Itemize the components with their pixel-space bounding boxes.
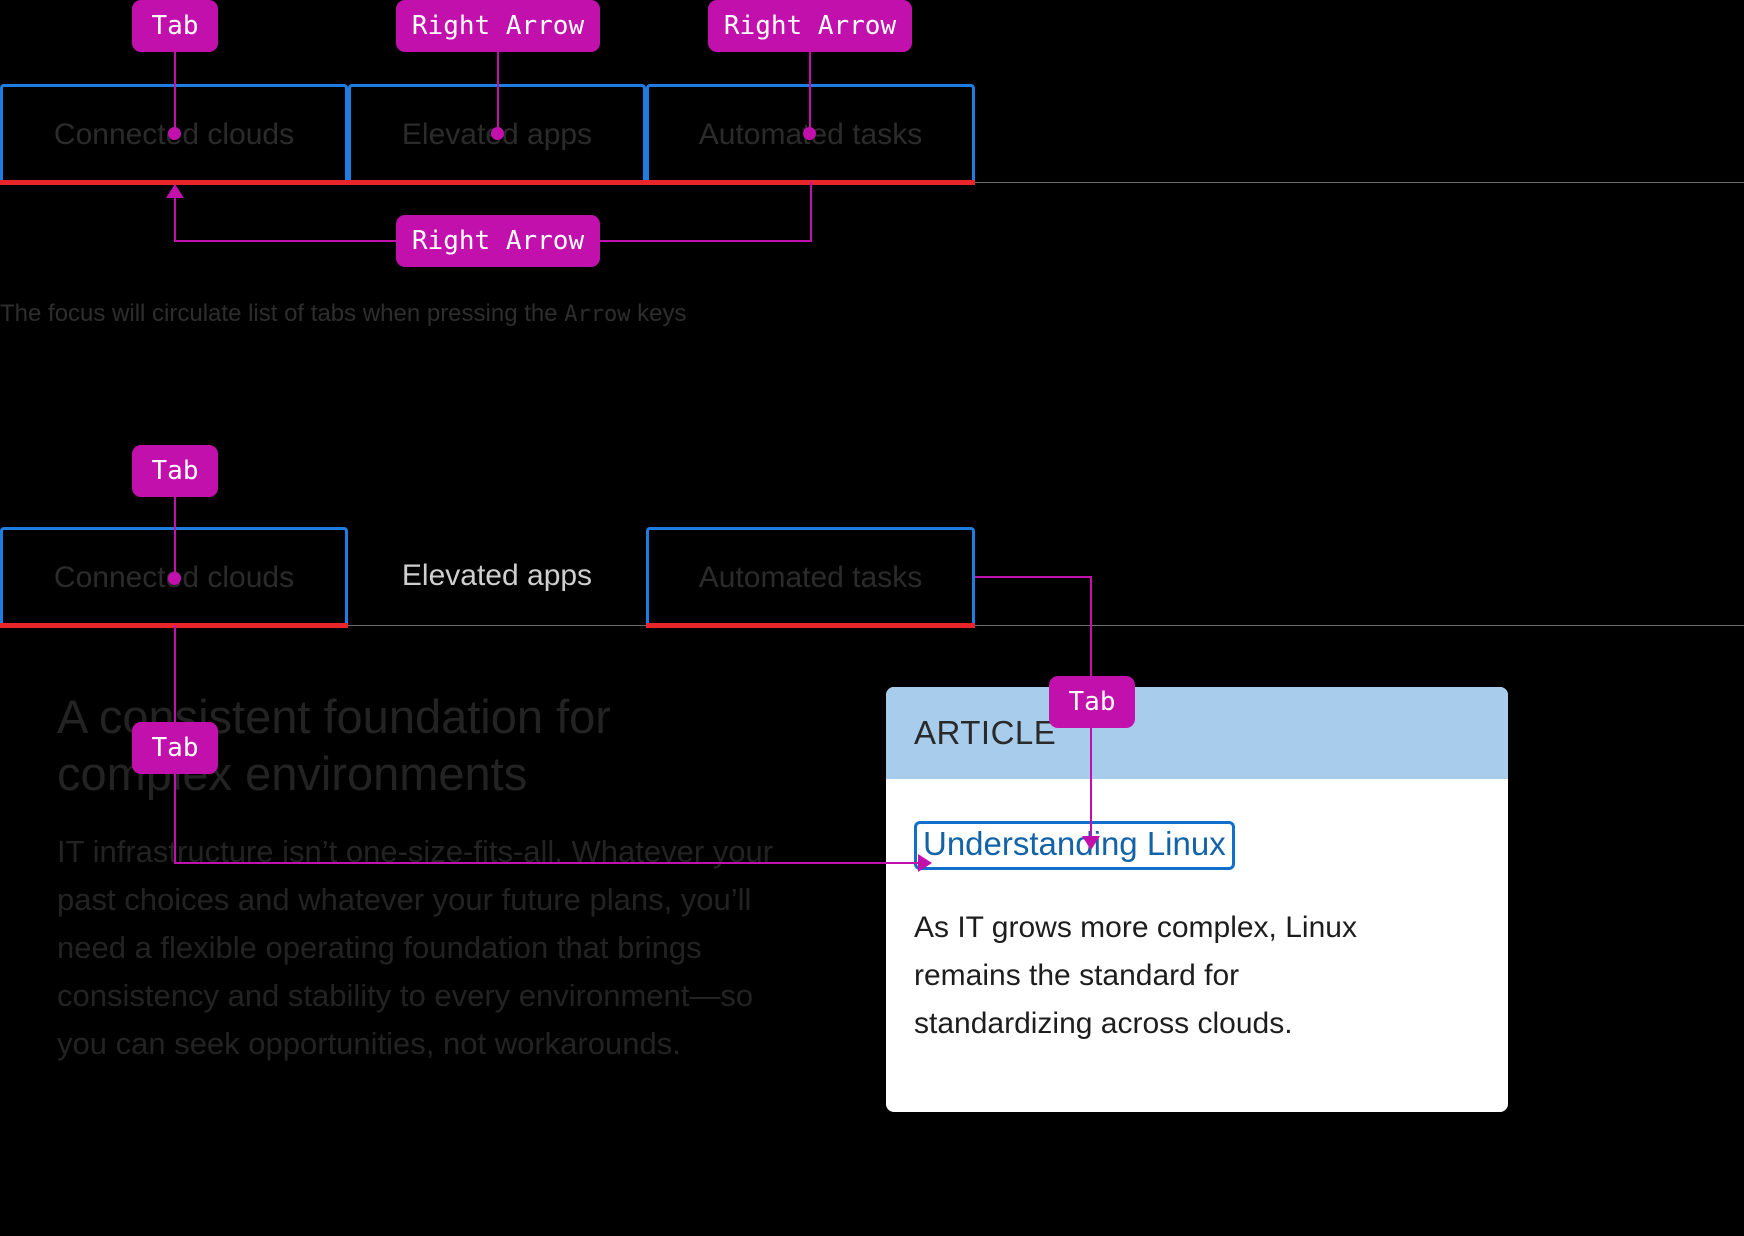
tab-automated-tasks-2[interactable]: Automated tasks	[646, 527, 975, 628]
article-card-header: ARTICLE	[886, 687, 1508, 779]
connector-right-arrow-2	[809, 52, 811, 134]
caption-text-after: keys	[630, 300, 687, 327]
article-summary: As IT grows more complex, Linux remains …	[914, 910, 1357, 1040]
key-badge-tab-3: Tab	[132, 722, 218, 774]
key-badge-label: Tab	[151, 456, 199, 486]
connector-loop-arrowhead	[166, 184, 184, 198]
key-badge-label: Tab	[1068, 687, 1116, 717]
key-badge-tab-1: Tab	[132, 0, 218, 52]
key-badge-label: Right Arrow	[411, 226, 585, 256]
connector-card-horizontal	[975, 576, 1091, 578]
connector-body-horizontal	[174, 862, 920, 864]
connector-dot-2	[491, 127, 504, 140]
tab-label: Automated tasks	[698, 560, 923, 594]
tab-selected-underline	[646, 623, 975, 628]
tab-bar-baseline-two	[348, 625, 646, 626]
key-badge-right-arrow-1: Right Arrow	[396, 0, 600, 52]
tab-selected-underline	[0, 180, 348, 185]
connector-dot-3	[803, 127, 816, 140]
key-badge-label: Tab	[151, 733, 199, 763]
tab-bar-baseline-one	[975, 182, 1744, 183]
key-badge-tab-card: Tab	[1049, 676, 1135, 728]
section-one-caption: The focus will circulate list of tabs wh…	[0, 300, 687, 328]
connector-loop-left-riser	[174, 198, 176, 242]
caption-key-name: Arrow	[564, 302, 631, 327]
key-badge-right-arrow-2: Right Arrow	[708, 0, 912, 52]
key-badge-tab-2: Tab	[132, 445, 218, 497]
connector-loop-right-riser	[810, 182, 812, 242]
article-eyebrow: ARTICLE	[914, 714, 1057, 751]
connector-dot-4	[168, 572, 181, 585]
key-badge-right-arrow-3: Right Arrow	[396, 215, 600, 267]
caption-text-before: The focus will circulate list of tabs wh…	[0, 300, 565, 327]
tab-label: Elevated apps	[401, 559, 593, 592]
tab-selected-underline	[348, 180, 646, 185]
connector-tab-1	[174, 52, 176, 134]
key-badge-label: Right Arrow	[411, 11, 585, 41]
page-paragraph: IT infrastructure isn’t one-size-fits-al…	[57, 834, 774, 1061]
connector-tab-2	[174, 497, 176, 579]
tab-bar-section-one: Connected clouds Elevated apps Automated…	[0, 84, 975, 185]
key-badge-label: Tab	[151, 11, 199, 41]
connector-right-arrow-1	[497, 52, 499, 134]
connector-body-arrowhead	[918, 854, 932, 872]
article-card-body: Understanding Linux As IT grows more com…	[886, 779, 1508, 1048]
connector-dot-1	[168, 127, 181, 140]
key-badge-label: Right Arrow	[723, 11, 897, 41]
tab-elevated-apps-2[interactable]: Elevated apps	[348, 527, 646, 625]
tab-bar-section-two: Connected clouds Elevated apps Automated…	[0, 527, 975, 628]
article-link-understanding-linux[interactable]: Understanding Linux	[914, 821, 1235, 870]
article-card: ARTICLE Understanding Linux As IT grows …	[886, 687, 1508, 1112]
connector-card-arrowhead	[1082, 836, 1100, 850]
tab-bar-baseline-two-right	[975, 625, 1744, 626]
